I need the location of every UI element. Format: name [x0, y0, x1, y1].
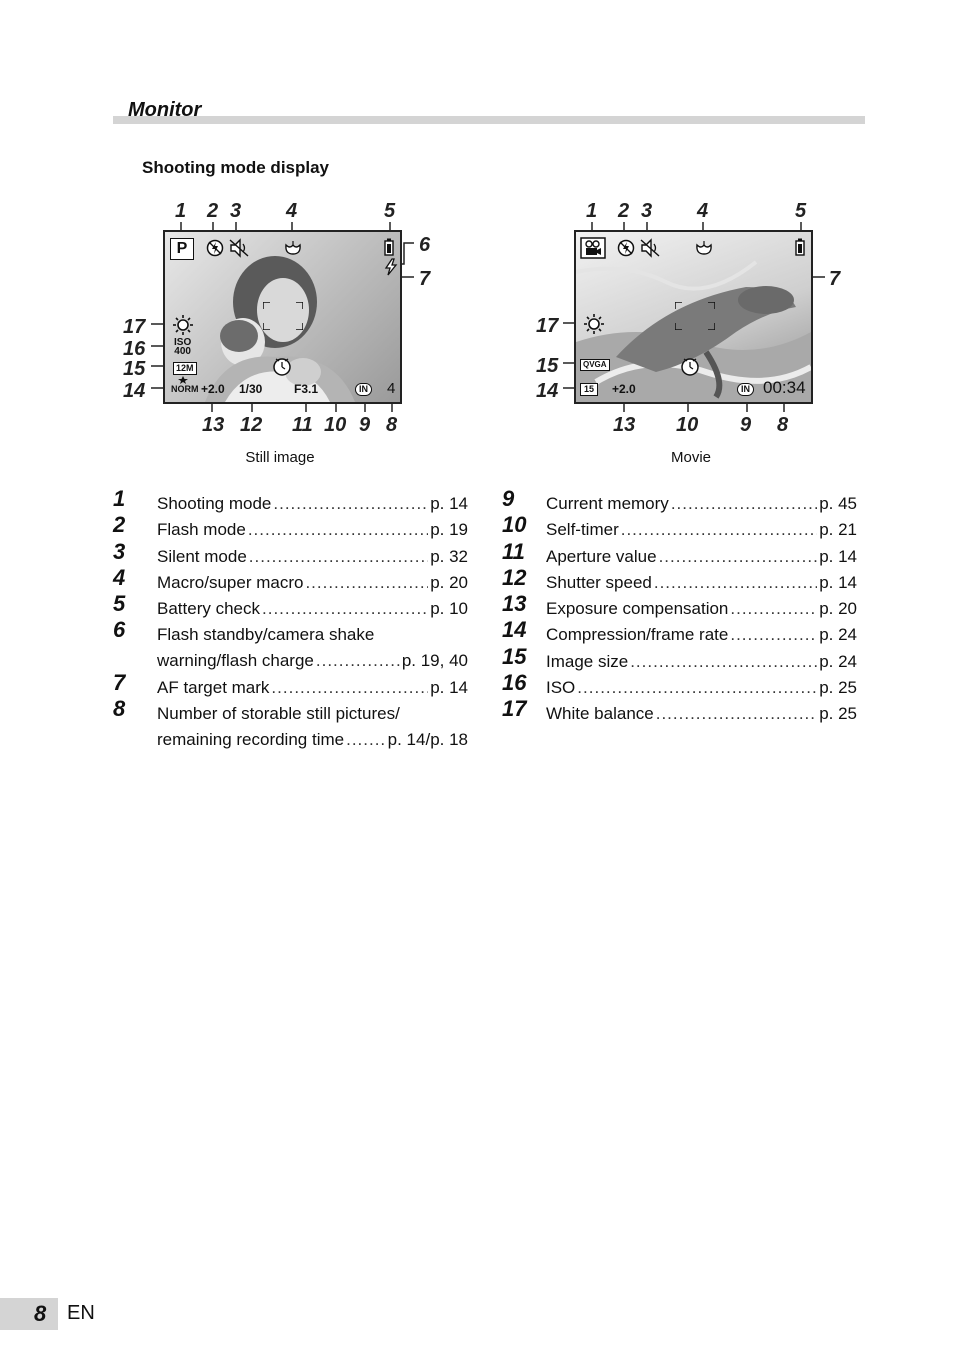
- callout-14: 14: [123, 380, 146, 402]
- callout-17: 17: [536, 315, 559, 337]
- movie-caption: Movie: [670, 449, 711, 466]
- white-balance-icon: [584, 314, 604, 334]
- exposure-value: +2.0: [201, 382, 225, 396]
- callout-12: 12: [240, 414, 263, 436]
- list-item: 7AF target markp. 14: [113, 672, 468, 700]
- macro-icon: [285, 241, 301, 255]
- callout-9: 9: [740, 414, 752, 436]
- exposure-value: +2.0: [612, 382, 636, 396]
- callout-10: 10: [676, 414, 699, 436]
- callout-10: 10: [324, 414, 347, 436]
- movie-mode-icon: [580, 237, 606, 259]
- section-title: Monitor: [128, 99, 202, 121]
- callout-11: 11: [292, 414, 313, 436]
- silent-mode-icon: [640, 238, 660, 258]
- language-code: EN: [67, 1302, 95, 1324]
- callout-7: 7: [829, 268, 841, 290]
- af-target-mark: [675, 302, 715, 330]
- memory-badge: IN: [355, 383, 372, 396]
- compression-star-icon: [178, 376, 188, 384]
- callout-5: 5: [384, 200, 396, 222]
- callout-13: 13: [613, 414, 636, 436]
- image-size-badge: QVGA: [580, 359, 610, 371]
- callout-8: 8: [386, 414, 398, 436]
- image-size-badge: 12M: [173, 362, 197, 375]
- callout-6: 6: [419, 234, 431, 256]
- page-number: 8: [34, 1301, 47, 1326]
- white-balance-icon: [173, 315, 193, 335]
- self-timer-icon: [681, 358, 699, 376]
- callout-9: 9: [359, 414, 371, 436]
- callout-1: 1: [586, 200, 598, 222]
- page-number-tab: [0, 1298, 58, 1330]
- movie-screen: QVGA 15 +2.0 IN 00:34: [574, 230, 813, 404]
- silent-mode-icon: [229, 238, 249, 258]
- storable-count: 4: [387, 380, 396, 397]
- callout-16: 16: [123, 338, 146, 360]
- subtitle: Shooting mode display: [142, 158, 330, 177]
- list-item: 16ISOp. 25: [502, 672, 857, 700]
- callout-14: 14: [536, 380, 559, 402]
- aperture-value: F3.1: [294, 382, 319, 396]
- callout-13: 13: [202, 414, 225, 436]
- battery-icon: [384, 238, 394, 256]
- self-timer-icon: [273, 358, 291, 376]
- flash-off-icon: [617, 239, 635, 257]
- callout-2: 2: [618, 200, 630, 222]
- title-bar: [113, 116, 865, 124]
- flash-standby-icon: [384, 258, 398, 276]
- callout-15: 15: [536, 355, 559, 377]
- callout-15: 15: [123, 358, 146, 380]
- mode-p-icon: P: [170, 238, 194, 260]
- callout-3: 3: [641, 200, 653, 222]
- callout-4: 4: [697, 200, 709, 222]
- battery-icon: [795, 238, 805, 256]
- callout-1: 1: [175, 200, 187, 222]
- flash-off-icon: [206, 239, 224, 257]
- still-caption: Still image: [245, 449, 315, 466]
- frame-rate-badge: 15: [580, 383, 599, 396]
- remaining-time: 00:34: [763, 378, 806, 397]
- compression-indicator: NORM: [171, 384, 199, 394]
- callout-3: 3: [230, 200, 242, 222]
- shutter-speed: 1/30: [239, 382, 263, 396]
- callout-17: 17: [123, 316, 146, 338]
- macro-icon: [696, 241, 712, 255]
- still-photo: [205, 256, 355, 402]
- callout-2: 2: [207, 200, 219, 222]
- callout-8: 8: [777, 414, 789, 436]
- callout-4: 4: [286, 200, 298, 222]
- memory-badge: IN: [737, 383, 754, 396]
- callout-5: 5: [795, 200, 807, 222]
- callout-7: 7: [419, 268, 431, 290]
